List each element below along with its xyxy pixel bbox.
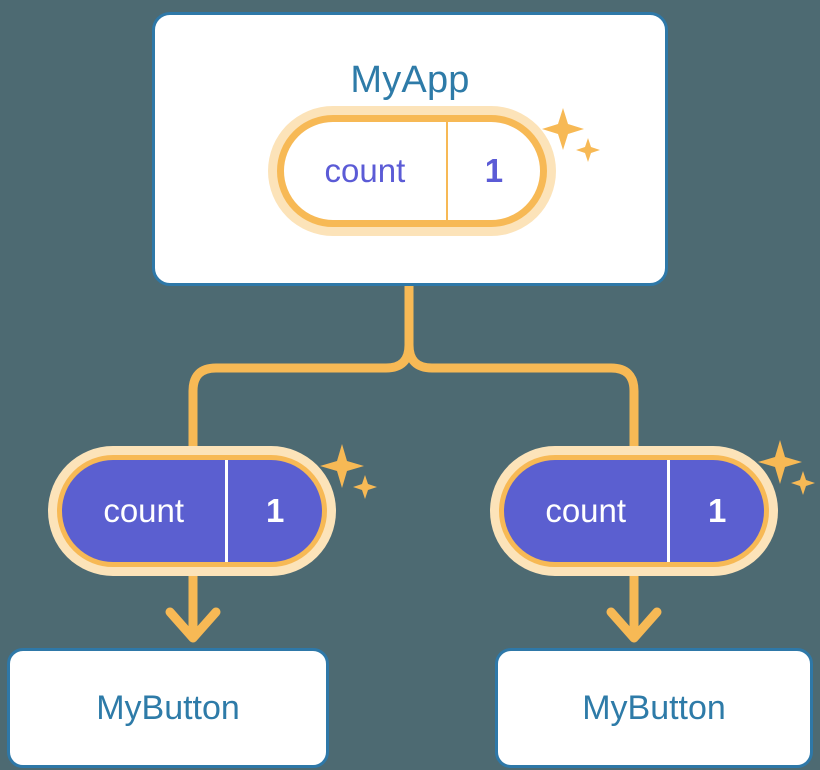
component-card-mybutton-left[interactable]: MyButton — [7, 648, 329, 768]
page-title: MyApp — [350, 59, 470, 101]
pill-value-label: 1 — [266, 492, 285, 529]
pill-key-label: count — [284, 122, 448, 220]
pill-key-label: count — [62, 460, 229, 562]
arrow-head-right — [606, 607, 662, 643]
connector-branch-right — [404, 340, 639, 457]
pill-body[interactable]: count 1 — [62, 460, 322, 562]
connector-trunk-fork — [188, 280, 414, 457]
arrow-head-left — [165, 607, 221, 643]
component-card-mybutton-right[interactable]: MyButton — [495, 648, 813, 768]
pill-body[interactable]: count 1 — [504, 460, 764, 562]
component-label: MyButton — [96, 688, 240, 727]
pill-key-label: count — [504, 460, 671, 562]
component-label: MyButton — [582, 688, 726, 727]
pill-body[interactable]: count 1 — [277, 115, 547, 227]
pill-value-label: 1 — [484, 152, 504, 189]
pill-value-label: 1 — [708, 492, 727, 529]
